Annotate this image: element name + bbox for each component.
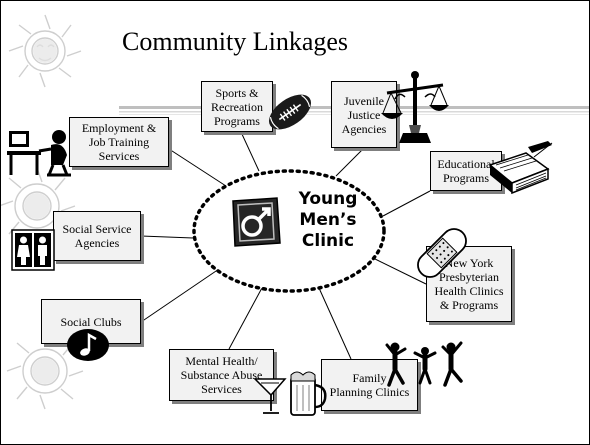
- connector-educational: [382, 190, 431, 217]
- node-family-planning: Family Planning Clinics: [321, 359, 418, 411]
- connector-nyp: [368, 255, 427, 285]
- connector-family-planning: [318, 287, 352, 360]
- node-mental-health: Mental Health/ Substance Abuse Services: [169, 349, 274, 401]
- node-juvenile-justice: Juvenile Justice Agencies: [331, 81, 397, 148]
- restroom-people-icon: [11, 229, 55, 271]
- computer-worker-icon: [7, 130, 71, 177]
- node-social-service-agencies: Social Service Agencies: [53, 211, 141, 261]
- books-icon: [488, 141, 553, 195]
- football-icon: [268, 94, 312, 130]
- drinks-icon: [253, 371, 327, 416]
- connector-employment: [168, 148, 227, 187]
- slide-title: Community Linkages: [122, 27, 349, 56]
- music-note-icon: [67, 329, 109, 361]
- node-nyp-health-clinics: New York Presbyterian Health Clinics & P…: [426, 246, 512, 322]
- connector-juvenile: [335, 147, 365, 177]
- sun-decoration: [1, 14, 84, 410]
- connector-sports: [240, 131, 260, 172]
- hub-label: Young Men’s Clinic: [298, 189, 358, 251]
- bandage-icon: [417, 228, 467, 278]
- connector-mental-health: [228, 285, 264, 350]
- node-employment-job-training: Employment & Job Training Services: [69, 117, 169, 167]
- scales-of-justice-icon: [381, 71, 449, 143]
- connector-social-service: [140, 235, 194, 239]
- node-sports-recreation: Sports & Recreation Programs: [201, 81, 273, 132]
- male-symbol-icon: [232, 197, 281, 247]
- dancing-people-icon: [385, 341, 463, 387]
- connector-social-clubs: [140, 268, 220, 323]
- node-educational-programs: Educational Programs: [430, 151, 502, 191]
